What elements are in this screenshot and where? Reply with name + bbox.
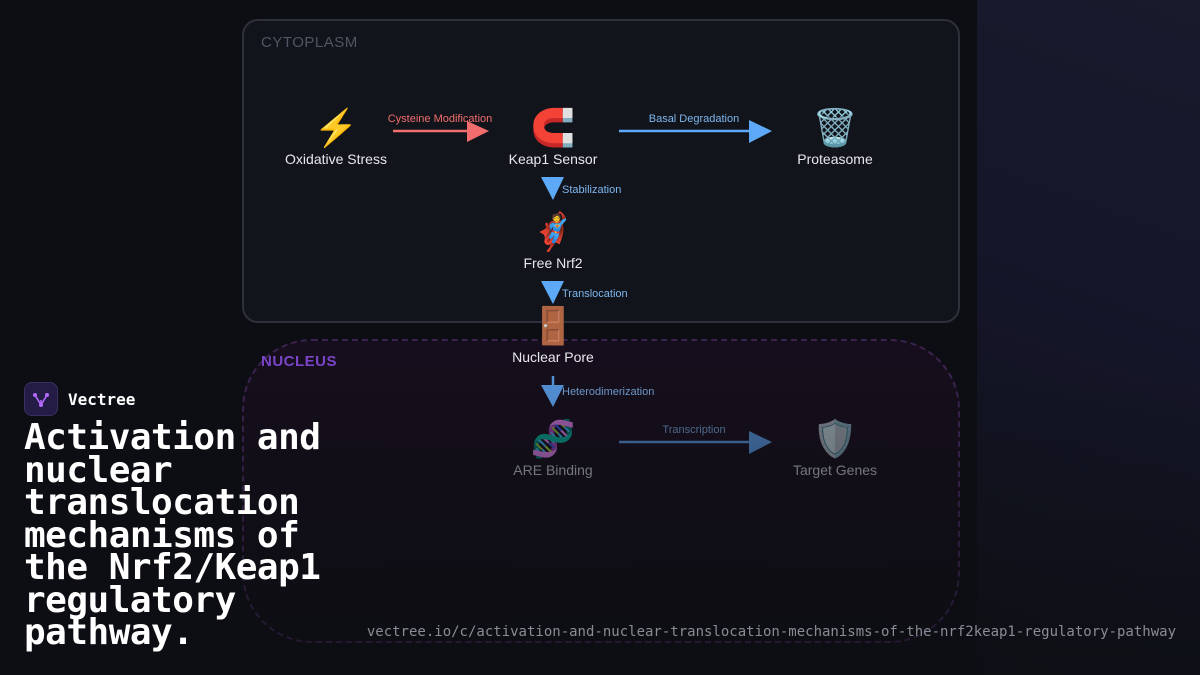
shield-icon: 🛡️: [812, 418, 858, 459]
brand: Vectree: [24, 382, 135, 416]
node-are-binding: 🧬 ARE Binding: [478, 418, 628, 478]
page-title: Activation and nuclear translocation mec…: [24, 417, 321, 653]
vectree-logo-icon: [24, 382, 58, 416]
edge-label-translocation: Translocation: [562, 288, 628, 300]
edge-translocation: Translocation: [541, 281, 628, 304]
edge-stabilization: Stabilization: [541, 177, 621, 200]
node-label: Target Genes: [792, 462, 878, 478]
node-label: Oxidative Stress: [285, 151, 387, 167]
edge-heterodimerization: Heterodimerization: [541, 376, 654, 407]
node-target-genes: 🛡️ Target Genes: [760, 418, 910, 478]
node-oxidative-stress: ⚡ Oxidative Stress: [261, 107, 411, 167]
dna-icon: 🧬: [530, 418, 576, 459]
door-icon: 🚪: [530, 305, 576, 346]
node-label: ARE Binding: [513, 462, 593, 478]
edge-transcription: Transcription: [619, 424, 772, 454]
edge-label-transcription: Transcription: [662, 424, 725, 436]
node-label: Keap1 Sensor: [508, 151, 598, 167]
high-voltage-icon: ⚡: [313, 107, 359, 148]
node-free-nrf2: 🦸 Free Nrf2: [478, 211, 628, 271]
wastebasket-icon: 🗑️: [812, 107, 858, 148]
edge-basal-degradation: Basal Degradation: [619, 113, 772, 143]
node-proteasome: 🗑️ Proteasome: [760, 107, 910, 167]
page-url[interactable]: vectree.io/c/activation-and-nuclear-tran…: [366, 624, 1176, 640]
edge-label-stabilization: Stabilization: [562, 184, 621, 196]
edge-label-basal-degradation: Basal Degradation: [649, 113, 740, 125]
node-label: Free Nrf2: [523, 255, 583, 271]
node-keap1-sensor: 🧲 Keap1 Sensor: [478, 107, 628, 167]
node-label: Nuclear Pore: [512, 349, 594, 365]
magnet-icon: 🧲: [530, 107, 576, 148]
brand-name: Vectree: [68, 389, 136, 409]
superhero-icon: 🦸: [530, 211, 576, 252]
node-label: Proteasome: [797, 151, 873, 167]
edge-label-heterodimerization: Heterodimerization: [562, 386, 654, 398]
node-nuclear-pore: 🚪 Nuclear Pore: [478, 305, 628, 365]
